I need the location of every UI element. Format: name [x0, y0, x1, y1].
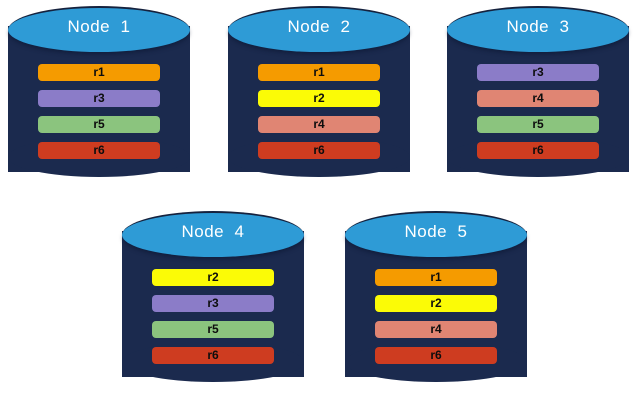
replica-bar[interactable]: r2 — [152, 269, 274, 286]
replica-bar[interactable]: r3 — [477, 64, 599, 81]
replica-bar[interactable]: r6 — [38, 142, 160, 159]
replica-bar[interactable]: r6 — [258, 142, 380, 159]
replica-bar[interactable]: r3 — [38, 90, 160, 107]
replica-bar[interactable]: r6 — [375, 347, 497, 364]
replica-bar[interactable]: r4 — [375, 321, 497, 338]
replica-bar[interactable]: r5 — [38, 116, 160, 133]
replica-bar[interactable]: r6 — [152, 347, 274, 364]
replica-bar[interactable]: r1 — [38, 64, 160, 81]
replica-bar[interactable]: r5 — [477, 116, 599, 133]
replica-bar[interactable]: r4 — [258, 116, 380, 133]
replica-bar[interactable]: r5 — [152, 321, 274, 338]
node-label: Node 1 — [67, 17, 131, 36]
database-node-4[interactable]: Node 4 r2 r3 r5 r6 — [122, 211, 304, 397]
replica-bar[interactable]: r3 — [152, 295, 274, 312]
replica-bar[interactable]: r1 — [258, 64, 380, 81]
database-node-2[interactable]: Node 2 r1 r2 r4 r6 — [228, 6, 410, 192]
replica-bar[interactable]: r2 — [258, 90, 380, 107]
database-node-5[interactable]: Node 5 r1 r2 r4 r6 — [345, 211, 527, 397]
node-label: Node 5 — [404, 222, 468, 241]
replica-list: r1 r3 r5 r6 — [38, 64, 160, 159]
node-label: Node 3 — [506, 17, 570, 36]
cylinder-top-ellipse — [447, 8, 629, 52]
replica-list: r2 r3 r5 r6 — [152, 269, 274, 364]
cylinder-top-ellipse — [8, 8, 190, 52]
cylinder-top-ellipse — [345, 213, 527, 257]
replica-bar[interactable]: r4 — [477, 90, 599, 107]
database-node-3[interactable]: Node 3 r3 r4 r5 r6 — [447, 6, 629, 192]
replica-list: r1 r2 r4 r6 — [375, 269, 497, 364]
replica-list: r1 r2 r4 r6 — [258, 64, 380, 159]
database-node-1[interactable]: Node 1 r1 r3 r5 r6 — [8, 6, 190, 192]
replica-bar[interactable]: r2 — [375, 295, 497, 312]
node-label: Node 4 — [181, 222, 245, 241]
replica-list: r3 r4 r5 r6 — [477, 64, 599, 159]
replica-bar[interactable]: r6 — [477, 142, 599, 159]
node-label: Node 2 — [287, 17, 351, 36]
cylinder-top-ellipse — [122, 213, 304, 257]
replica-bar[interactable]: r1 — [375, 269, 497, 286]
cylinder-top-ellipse — [228, 8, 410, 52]
